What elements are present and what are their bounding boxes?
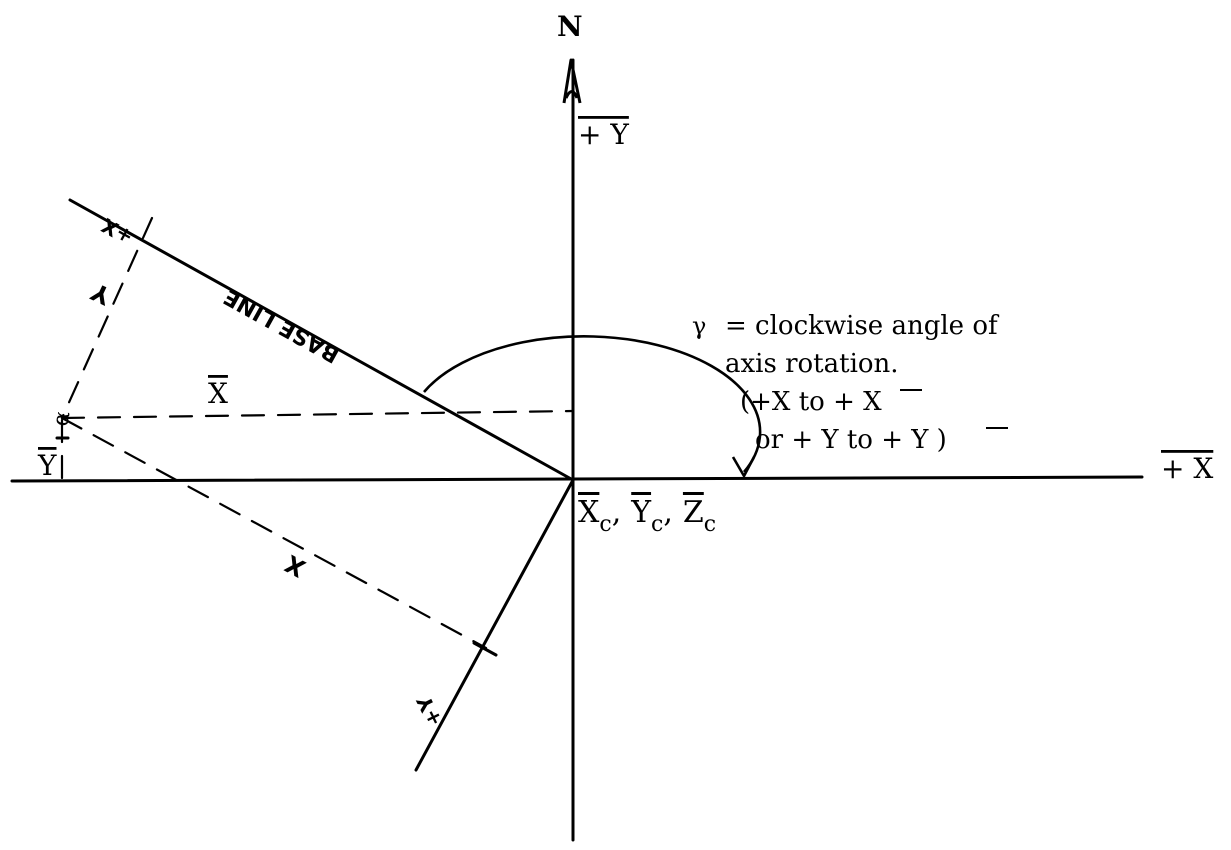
rotation-arc: [423, 335, 762, 473]
x-distance-label: X: [280, 549, 310, 583]
base-line-label: BASE LINE: [220, 283, 344, 367]
gamma-line-3: (+X to + X: [740, 387, 882, 417]
origin-zc: Z: [683, 495, 704, 530]
xbar-label: X: [208, 377, 228, 410]
origin-yc: Y: [630, 495, 652, 530]
ybar-label: Y: [37, 449, 57, 482]
gamma-line-2: axis rotation.: [725, 349, 899, 379]
gamma-symbol: γ: [692, 312, 706, 340]
svg-text:Xc,Yc,Zc: Xc,Yc,Zc: [578, 495, 716, 537]
y-distance-label: Y: [87, 277, 116, 310]
gamma-line-1: = clockwise angle of: [725, 311, 1000, 341]
north-label: N: [557, 10, 583, 43]
base-line: [68, 198, 575, 482]
point-alpha-label: α: [48, 409, 75, 428]
plus-y-line: [414, 478, 575, 772]
origin-label: Xc,Yc,Zc: [578, 495, 716, 537]
gamma-line-4: or + Y to + Y ): [755, 425, 947, 455]
origin-xc: X: [578, 495, 600, 530]
horizontal-axis: [10, 475, 1144, 483]
plus-xbar-label: + X: [1161, 452, 1213, 485]
x-distance-dashed-line: [60, 416, 488, 650]
plus-ybar-label: + Y: [578, 118, 629, 151]
y-distance-dashed-line: [60, 216, 154, 420]
xbar-dashed-line: [60, 409, 575, 420]
tick-mark: [472, 641, 498, 657]
gamma-annotation: γ = clockwise angle of axis rotation. (+…: [692, 311, 1008, 455]
north-arrow: [562, 58, 582, 104]
rotation-arc-arrowhead: [731, 456, 756, 478]
